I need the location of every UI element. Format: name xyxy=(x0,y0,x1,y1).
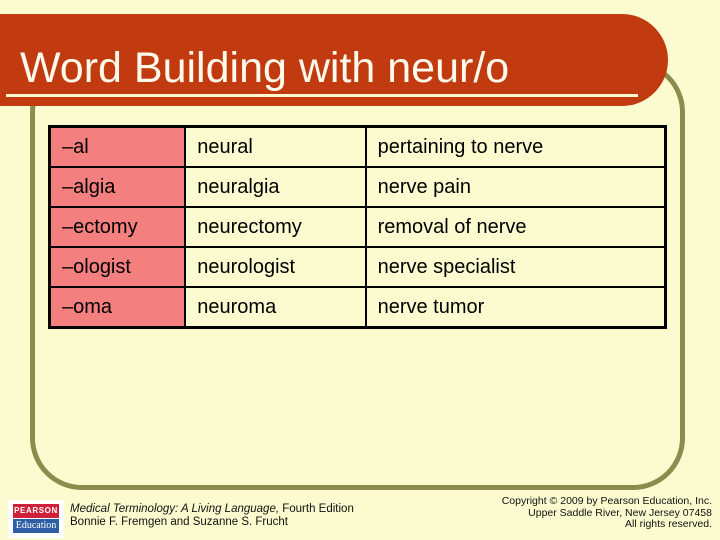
title-bar: Word Building with neur/o xyxy=(0,14,668,106)
book-authors: Bonnie F. Fremgen and Suzanne S. Frucht xyxy=(70,516,288,528)
meaning-cell: removal of nerve xyxy=(364,206,667,248)
copyright-line: Upper Saddle River, New Jersey 07458 xyxy=(528,506,712,519)
copyright-line: Copyright © 2009 by Pearson Education, I… xyxy=(501,495,712,507)
copyright-line: All rights reserved. xyxy=(625,518,712,530)
term-cell: neuroma xyxy=(184,286,367,329)
meaning-cell: nerve specialist xyxy=(364,246,667,288)
table-row: –ologist neurologist nerve specialist xyxy=(48,246,667,288)
suffix-cell: –ectomy xyxy=(48,206,187,248)
suffix-cell: –ologist xyxy=(48,246,187,288)
meaning-cell: pertaining to nerve xyxy=(364,125,667,168)
slide-title: Word Building with neur/o xyxy=(20,44,510,92)
copyright-notice: Copyright © 2009 by Pearson Education, I… xyxy=(501,495,712,531)
book-credit: Medical Terminology: A Living Language, … xyxy=(70,503,354,529)
book-edition: Fourth Edition xyxy=(279,503,354,515)
suffix-cell: –oma xyxy=(48,286,187,329)
word-building-table: –al neural pertaining to nerve –algia ne… xyxy=(48,125,667,329)
table-row: –ectomy neurectomy removal of nerve xyxy=(48,206,667,248)
table-row: –algia neuralgia nerve pain xyxy=(48,166,667,208)
pearson-logo-bottom: Education xyxy=(13,519,59,533)
pearson-logo: PEARSON Education xyxy=(8,500,64,538)
table-row: –oma neuroma nerve tumor xyxy=(48,286,667,329)
suffix-cell: –al xyxy=(48,125,187,168)
term-cell: neurologist xyxy=(184,246,367,288)
term-cell: neural xyxy=(184,125,367,168)
book-title: Medical Terminology: A Living Language, xyxy=(70,503,280,515)
book-title-line: Medical Terminology: A Living Language, … xyxy=(70,503,354,516)
meaning-cell: nerve tumor xyxy=(364,286,667,329)
term-cell: neuralgia xyxy=(184,166,367,208)
title-underline xyxy=(6,94,638,97)
table-row: –al neural pertaining to nerve xyxy=(48,125,667,168)
meaning-cell: nerve pain xyxy=(364,166,667,208)
pearson-logo-top: PEARSON xyxy=(13,504,59,518)
suffix-cell: –algia xyxy=(48,166,187,208)
term-cell: neurectomy xyxy=(184,206,367,248)
